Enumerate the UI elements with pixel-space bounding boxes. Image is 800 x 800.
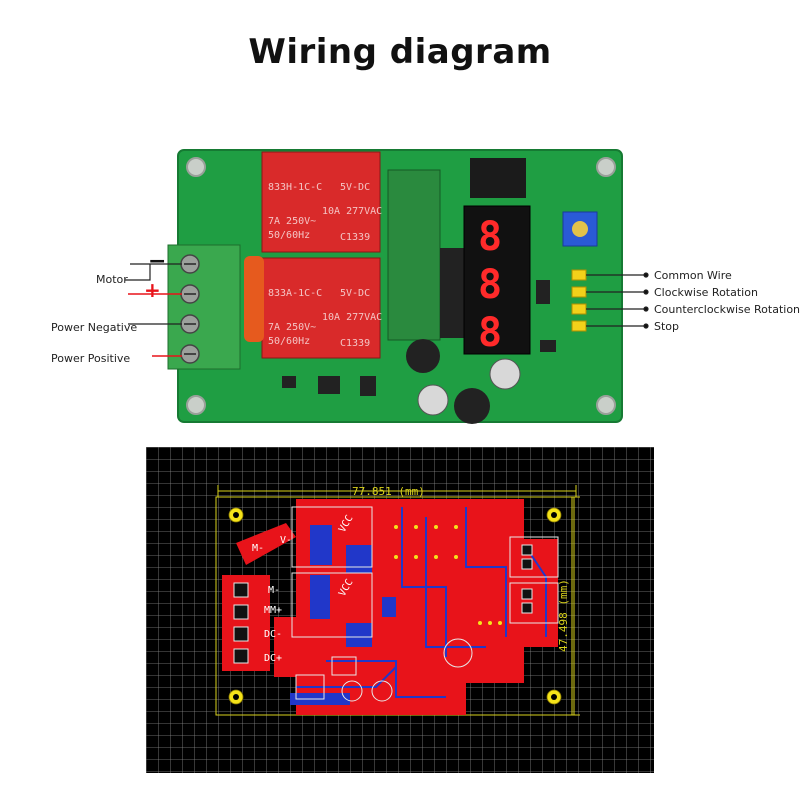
rf-module <box>387 169 441 341</box>
relay-1 <box>261 151 381 253</box>
relay-2-rating: 7A 250V~ <box>268 322 316 333</box>
label-common-wire: Common Wire <box>654 269 732 282</box>
digit-2: 8 <box>478 262 502 308</box>
height-dimension: 47.498 (mm) <box>557 579 570 652</box>
minus-sign: − <box>148 249 166 274</box>
pcb-layout: 77.851 (mm) 47.498 (mm) <box>146 447 654 773</box>
silk-m-minus-1: M- <box>252 543 264 554</box>
label-power-negative: Power Negative <box>51 321 138 334</box>
label-counterclockwise-rotation: Counterclockwise Rotation <box>654 303 800 316</box>
silk-dc-minus: DC- <box>264 629 282 640</box>
relay-1-cert: C1339 <box>340 232 370 243</box>
relay-2-rating2: 10A 277VAC <box>322 312 382 323</box>
label-stop: Stop <box>654 320 680 333</box>
relay-2-freq: 50/60Hz <box>268 336 310 347</box>
width-dimension: 77.851 (mm) <box>352 485 425 498</box>
relay-2-model: 833A-1C-C <box>268 288 322 299</box>
ic-chip <box>470 158 526 198</box>
label-motor: Motor <box>96 273 128 286</box>
silk-dc-plus: DC+ <box>264 653 282 664</box>
mounting-holes <box>186 157 616 415</box>
capacitor-orange <box>244 256 264 342</box>
digit-1: 8 <box>478 214 502 260</box>
terminal-block <box>167 244 241 370</box>
relay-2 <box>261 257 381 359</box>
relay-1-freq: 50/60Hz <box>268 230 310 241</box>
cap-4 <box>489 358 521 390</box>
relay-1-model: 833H-1C-C <box>268 182 322 193</box>
page-title: Wiring diagram <box>248 32 552 72</box>
relay-2-cert: C1339 <box>340 338 370 349</box>
silk-mm-plus: MM+ <box>264 605 282 616</box>
cap-1 <box>406 339 440 373</box>
silk-v-minus: V- <box>280 535 292 546</box>
silk-m-minus-2: M- <box>268 585 280 596</box>
cap-2 <box>417 384 449 416</box>
seven-seg-display <box>463 205 531 355</box>
relay-1-volt: 5V-DC <box>340 182 370 193</box>
plus-sign: + <box>144 278 161 302</box>
cap-3 <box>454 388 490 424</box>
relay-1-rating2: 10A 277VAC <box>322 206 382 217</box>
relay-1-rating: 7A 250V~ <box>268 216 316 227</box>
relay-2-volt: 5V-DC <box>340 288 370 299</box>
label-power-positive: Power Positive <box>51 352 131 365</box>
label-clockwise-rotation: Clockwise Rotation <box>654 286 758 299</box>
digit-3: 8 <box>478 310 502 356</box>
board-photo: 833H-1C-C 5V-DC 7A 250V~ 50/60Hz 10A 277… <box>125 149 649 424</box>
